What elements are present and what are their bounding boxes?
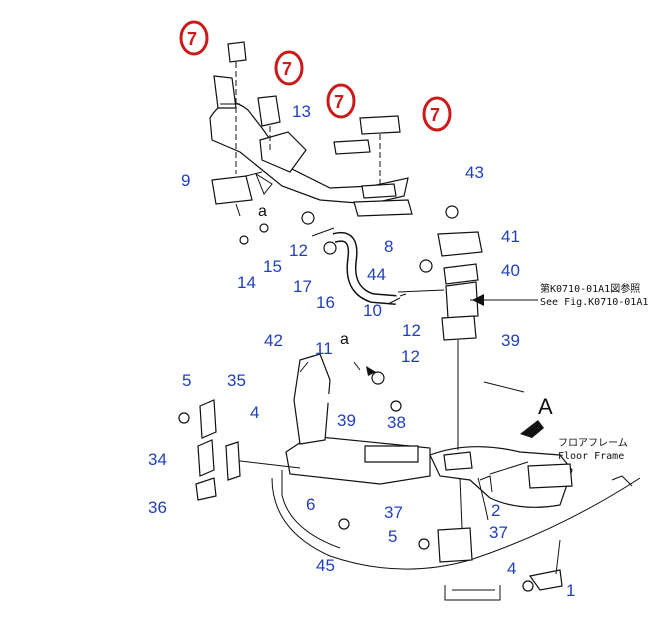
see-fig-note-jp: 第K0710-01A1図参照 bbox=[540, 282, 640, 295]
callout-7a: 7 bbox=[187, 29, 197, 49]
hose-10 bbox=[332, 232, 397, 305]
floor-frame-label-en: Floor Frame bbox=[558, 451, 624, 462]
vent-column-39-41 bbox=[397, 231, 538, 450]
callout-12b: 12 bbox=[402, 321, 421, 340]
callout-39b: 39 bbox=[337, 411, 356, 430]
callout-42: 42 bbox=[264, 331, 283, 350]
callout-5b: 5 bbox=[388, 527, 397, 546]
callout-7d: 7 bbox=[430, 105, 440, 125]
see-fig-note-en: See Fig.K0710-01A1 bbox=[540, 297, 648, 308]
callout-14: 14 bbox=[237, 273, 256, 292]
upper-duct-13 bbox=[209, 41, 413, 217]
callout-36: 36 bbox=[148, 498, 167, 517]
callout-6: 6 bbox=[306, 495, 315, 514]
callout-37a: 37 bbox=[384, 503, 403, 522]
callout-44: 44 bbox=[367, 265, 386, 284]
callout-15: 15 bbox=[263, 257, 282, 276]
callout-12c: 12 bbox=[401, 347, 420, 366]
callout-38: 38 bbox=[387, 413, 406, 432]
hose-11 bbox=[316, 388, 403, 410]
brackets bbox=[195, 399, 633, 591]
view-arrow-A bbox=[520, 420, 544, 438]
view-letter-a-lower: a bbox=[340, 331, 349, 348]
callout-7c: 7 bbox=[334, 92, 344, 112]
callout-4b: 4 bbox=[507, 559, 516, 578]
callout-13: 13 bbox=[292, 102, 311, 121]
floor-frame-label-jp: フロアフレーム bbox=[558, 437, 628, 449]
part-9 bbox=[211, 175, 253, 217]
view-letter-A: A bbox=[538, 394, 553, 419]
callout-45: 45 bbox=[316, 556, 335, 575]
callout-10: 10 bbox=[363, 301, 382, 320]
callout-11: 11 bbox=[315, 339, 333, 358]
callout-9: 9 bbox=[181, 171, 190, 190]
callout-12a: 12 bbox=[289, 241, 308, 260]
callouts: 7 7 7 7 13 9 43 41 40 8 12 15 14 17 16 4… bbox=[148, 29, 575, 600]
callout-4a: 4 bbox=[250, 403, 259, 422]
callout-7b: 7 bbox=[282, 59, 292, 79]
callout-5a: 5 bbox=[182, 371, 191, 390]
callout-1: 1 bbox=[566, 581, 575, 600]
highlight-circles bbox=[179, 20, 452, 132]
callout-17: 17 bbox=[293, 277, 312, 296]
reference-notes: 第K0710-01A1図参照 See Fig.K0710-01A1 フロアフレー… bbox=[540, 282, 648, 462]
callout-40: 40 bbox=[501, 261, 520, 280]
callout-41: 41 bbox=[501, 227, 520, 246]
leader-lines bbox=[245, 171, 529, 475]
hardware bbox=[178, 205, 534, 592]
callout-2: 2 bbox=[491, 501, 500, 520]
callout-39a: 39 bbox=[501, 331, 520, 350]
callout-34: 34 bbox=[148, 450, 167, 469]
view-letter-a-upper: a bbox=[258, 203, 267, 220]
callout-43: 43 bbox=[465, 163, 484, 182]
callout-8: 8 bbox=[384, 237, 393, 256]
duct-assembly-lower bbox=[231, 353, 573, 563]
callout-16: 16 bbox=[316, 293, 335, 312]
floor-frame bbox=[271, 470, 641, 601]
callout-35: 35 bbox=[227, 371, 246, 390]
callout-37b: 37 bbox=[489, 523, 508, 542]
reference-letters: a a A bbox=[258, 203, 553, 419]
